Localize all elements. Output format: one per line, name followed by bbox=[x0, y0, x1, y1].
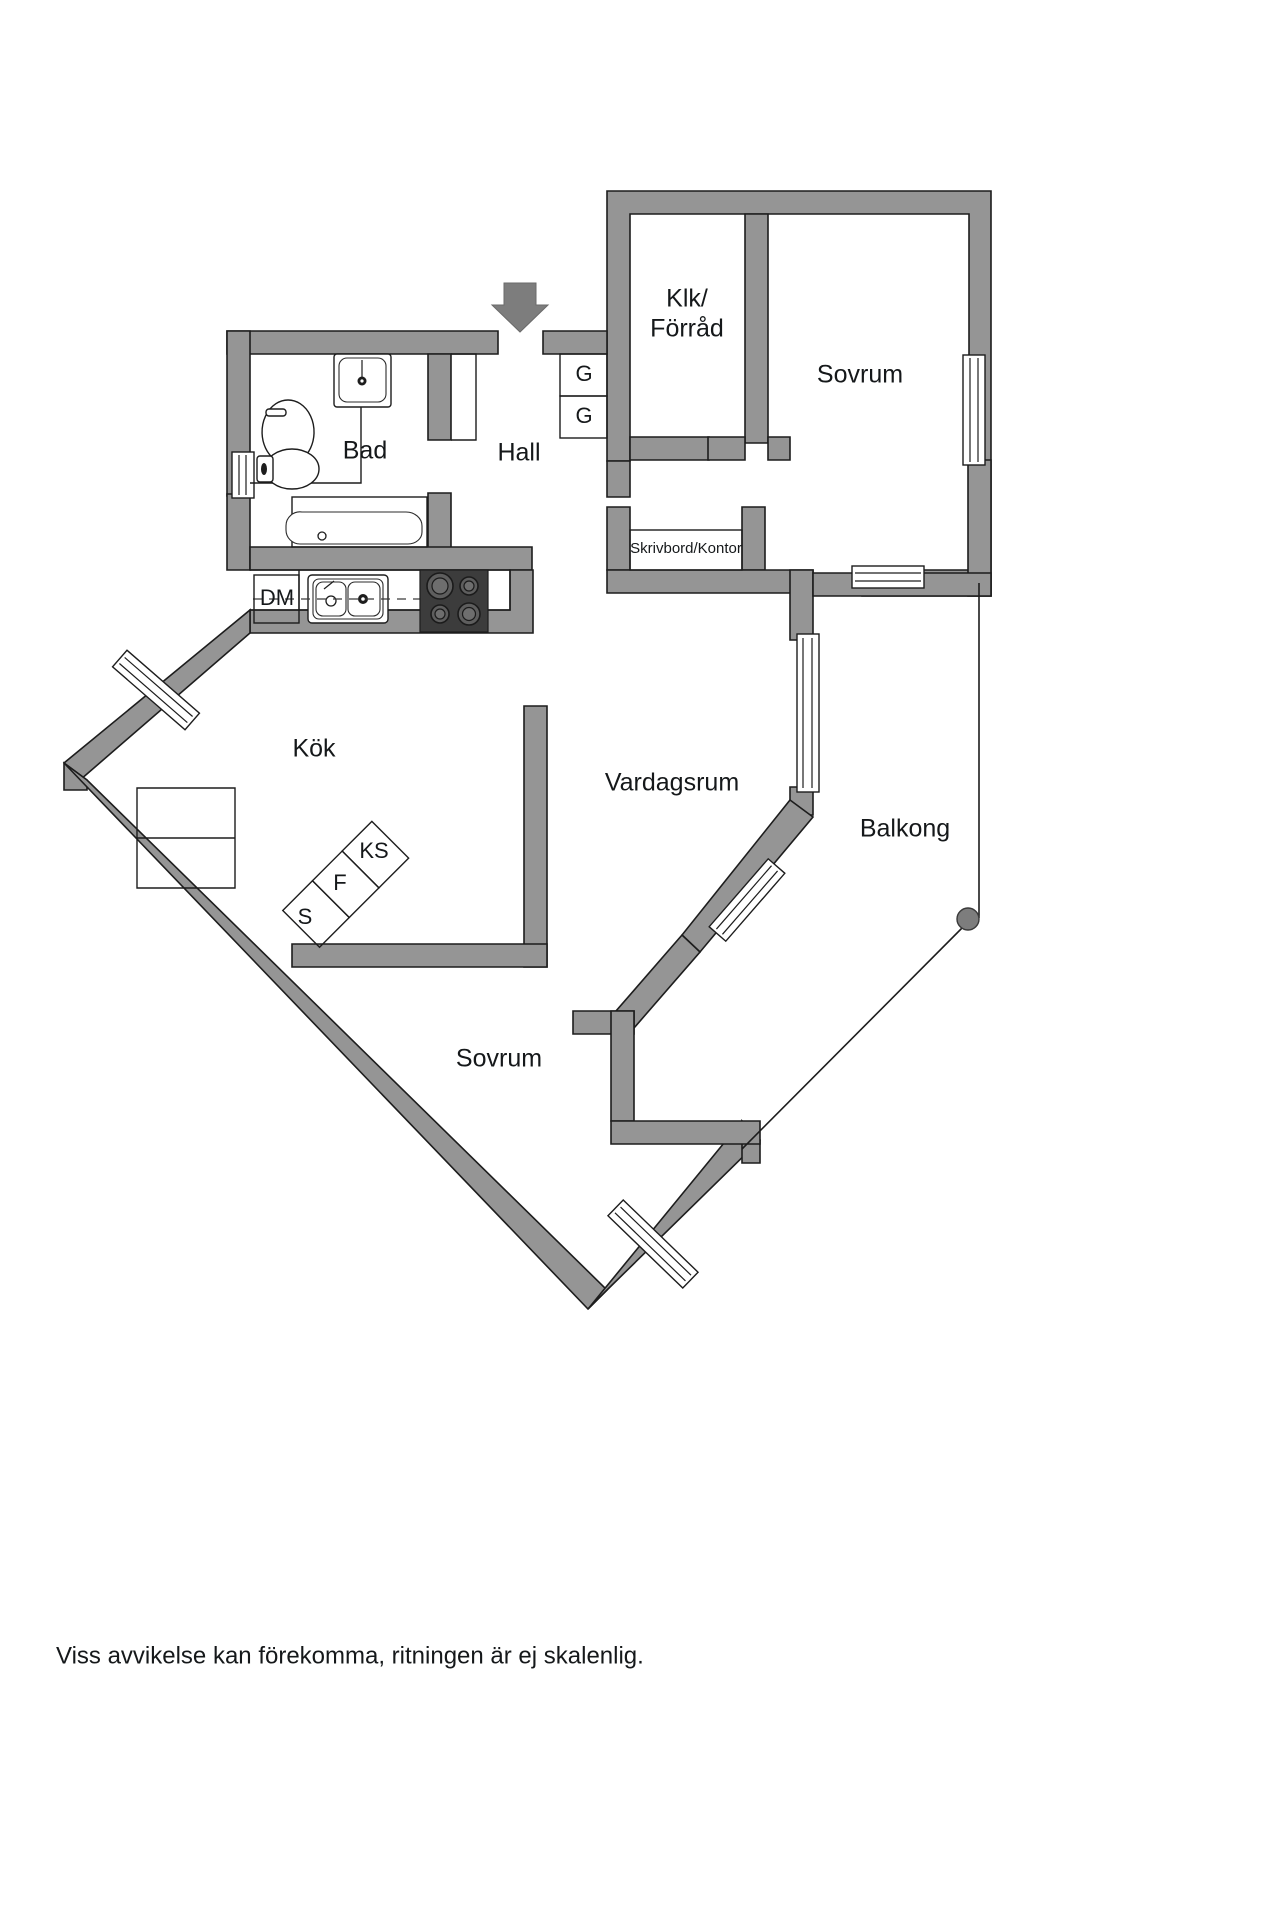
wall-klk-bottom-left bbox=[606, 460, 631, 498]
wall-vardagsrum-left-diagonal bbox=[523, 705, 548, 968]
wall-kitchen-bedroom-divider bbox=[291, 943, 548, 968]
label-wardrobe-g-lower: G bbox=[575, 403, 592, 428]
wall-bath-hall-divider bbox=[427, 353, 452, 441]
balcony-group bbox=[741, 583, 980, 1150]
wall-bath-hall-top bbox=[226, 330, 499, 355]
wall-office-right bbox=[741, 506, 766, 571]
wardrobe-g-lower-box bbox=[559, 395, 608, 439]
kitchen-cabinets-diagonal bbox=[281, 820, 410, 949]
windows-group bbox=[111, 354, 986, 1290]
room-label-klk-forrad-line1: Klk/ bbox=[666, 285, 708, 313]
wall-office-left bbox=[606, 506, 631, 571]
label-wardrobe-g-upper: G bbox=[575, 361, 592, 386]
window-vardagsrum-diagonal bbox=[708, 857, 786, 943]
room-label-kok: Kök bbox=[292, 735, 336, 763]
label-dishwasher: DM bbox=[260, 585, 294, 610]
labels-group: Bad Hall Klk/ Förråd Sovrum Kök Vardagsr… bbox=[56, 285, 950, 1670]
hall-closet-outline bbox=[451, 353, 477, 441]
room-label-sovrum-bottom: Sovrum bbox=[456, 1045, 542, 1073]
wall-bedroom-right-end bbox=[610, 1120, 761, 1145]
room-label-balkong: Balkong bbox=[860, 815, 950, 843]
wall-right-block-outer bbox=[606, 190, 992, 597]
fixtures-group bbox=[136, 353, 743, 949]
entrance-door-arrow bbox=[490, 282, 550, 333]
dishwasher-box bbox=[253, 574, 300, 624]
label-cabinet-ks: KS bbox=[359, 838, 388, 863]
room-label-sovrum-right: Sovrum bbox=[817, 361, 903, 389]
wall-klk-bottom-stub bbox=[629, 436, 710, 461]
label-cabinet-f: F bbox=[333, 870, 346, 895]
wall-hall-top-right bbox=[542, 330, 608, 355]
stove-hob-icon bbox=[419, 569, 489, 633]
wall-vardagsrum-lower-right-diagonal bbox=[680, 798, 815, 954]
balcony-railing-post bbox=[956, 907, 980, 931]
wall-sovrum-bottom bbox=[767, 436, 791, 461]
window-kitchen-diagonal bbox=[111, 649, 201, 731]
wall-vardagsrum-bottom-return bbox=[610, 1010, 635, 1122]
walls-group bbox=[62, 190, 992, 1311]
window-bedroom-diagonal bbox=[606, 1198, 700, 1290]
room-label-bad: Bad bbox=[343, 437, 387, 465]
balcony-railing-diagonal bbox=[741, 920, 970, 1150]
kitchen-bench-left bbox=[136, 787, 236, 889]
label-desk-office: Skrivbord/Kontor bbox=[630, 540, 742, 557]
wall-vardagsrum-right-upper bbox=[789, 569, 814, 641]
kitchen-sink-icon bbox=[307, 574, 389, 624]
bathroom-washbasin bbox=[333, 353, 392, 408]
wall-klk-sovrum-divider bbox=[744, 213, 769, 444]
window-sovrum-east bbox=[962, 354, 986, 466]
wall-kitchen-top bbox=[249, 546, 533, 571]
desk-office-box bbox=[629, 529, 743, 571]
toilet-icon bbox=[256, 448, 320, 490]
wall-office-bottom bbox=[606, 569, 814, 594]
room-label-vardagsrum: Vardagsrum bbox=[605, 769, 739, 797]
disclaimer-caption: Viss avvikelse kan förekomma, ritningen … bbox=[56, 1642, 644, 1669]
window-vardagsrum-balcony-door bbox=[796, 633, 820, 793]
wall-sovrum-bottom-stub bbox=[707, 436, 746, 461]
room-label-klk-forrad-line2: Förråd bbox=[650, 315, 724, 343]
window-bath-left bbox=[231, 451, 255, 499]
wall-bath-left-lower bbox=[226, 493, 251, 571]
bathtub-icon bbox=[285, 496, 428, 548]
room-label-hall: Hall bbox=[497, 439, 540, 467]
label-cabinet-s: S bbox=[298, 904, 313, 929]
window-sovrum-south bbox=[851, 565, 925, 589]
